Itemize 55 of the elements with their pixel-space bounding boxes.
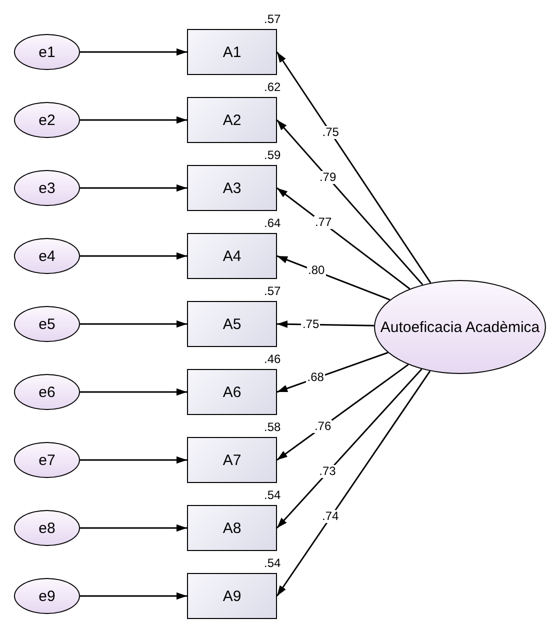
arrow [276,370,431,596]
error-term-circle: e2 [14,102,80,138]
arrow [276,120,424,286]
observed-variable-box: A9 [187,573,277,619]
observed-variable-box: A1 [187,29,277,75]
error-term-circle: e4 [14,238,80,274]
arrow [80,456,187,464]
path-coefficient-label: .68 [306,371,325,384]
error-term-circle: e8 [14,510,80,546]
observed-variable-box: A8 [187,505,277,551]
observed-variable-box: A2 [187,97,277,143]
observed-variable-box: A6 [187,369,277,415]
r-squared-value: .59 [263,149,282,162]
path-coefficient-label: .75 [321,126,340,139]
arrow [276,352,388,393]
path-coefficient-label: .75 [301,318,320,331]
arrow [276,368,422,528]
r-squared-value: .54 [263,557,282,570]
arrow [80,524,187,532]
observed-variable-box: A3 [187,165,277,211]
arrow [80,388,187,396]
path-coefficient-label: .80 [307,264,326,278]
error-term-circle: e7 [14,442,80,478]
arrow [276,187,410,290]
arrow [80,252,187,260]
r-squared-value: .62 [263,81,282,94]
error-term-circle: e6 [14,374,80,410]
arrow [80,48,187,56]
latent-variable-ellipse: Autoeficacia Acadèmica [374,280,546,374]
path-coefficient-label: .76 [313,420,332,433]
r-squared-value: .57 [263,13,282,26]
arrow [276,255,390,300]
arrow [80,184,187,192]
arrow [276,320,374,328]
arrow [80,320,187,328]
r-squared-value: .58 [263,421,282,434]
arrow [276,364,409,461]
error-term-circle: e5 [14,306,80,342]
arrow [276,52,432,284]
path-coefficient-label: .74 [321,510,340,524]
observed-variable-box: A7 [187,437,277,483]
r-squared-value: .46 [263,353,282,366]
path-coefficient-label: .77 [314,216,333,230]
arrow [80,116,187,124]
r-squared-value: .64 [263,217,282,230]
r-squared-value: .54 [263,489,282,502]
error-term-circle: e9 [14,578,80,614]
observed-variable-box: A5 [187,301,277,347]
r-squared-value: .57 [263,285,282,298]
arrow [80,592,187,600]
error-term-circle: e1 [14,34,80,70]
error-term-circle: e3 [14,170,80,206]
path-coefficient-label: .73 [318,465,337,478]
path-coefficient-label: .79 [318,170,338,184]
observed-variable-box: A4 [187,233,277,279]
